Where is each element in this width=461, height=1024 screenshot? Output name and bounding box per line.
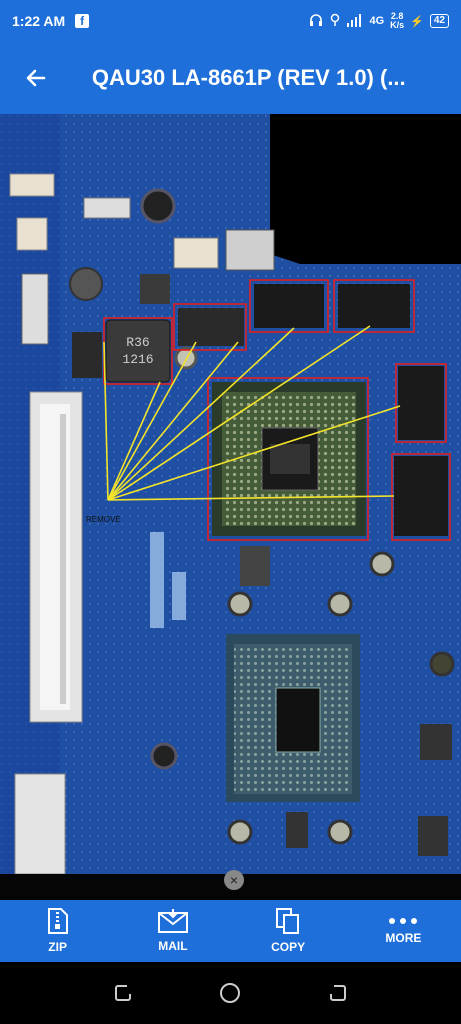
- speed-value: 2.8: [390, 11, 404, 21]
- copy-label: COPY: [271, 940, 306, 954]
- remove-annotation: REMOVE: [86, 515, 121, 524]
- zip-label: ZIP: [48, 940, 67, 954]
- copy-button[interactable]: COPY: [231, 900, 346, 962]
- mail-button[interactable]: MAIL: [115, 900, 230, 962]
- zip-file-icon: [47, 908, 68, 934]
- pointer-lines: [103, 325, 401, 501]
- chip-label-line1: R36: [126, 335, 149, 350]
- status-bar: 1:22 AM f 4G 2.8 K/s ⚡ 42: [0, 0, 461, 42]
- page-title: QAU30 LA-8661P (REV 1.0) (...: [91, 65, 406, 90]
- speed-unit: K/s: [390, 20, 405, 30]
- status-time: 1:22 AM: [12, 13, 66, 29]
- more-label: MORE: [385, 931, 422, 945]
- mail-icon: [157, 909, 188, 933]
- network-speed: 2.8 K/s: [390, 12, 404, 30]
- app-bar: QAU30 LA-8661P (REV 1.0) (...: [0, 42, 461, 114]
- charging-icon: ⚡: [410, 15, 424, 28]
- more-dots-icon: [389, 918, 418, 924]
- network-type: 4G: [369, 15, 385, 27]
- arrow-left-icon: [26, 69, 46, 87]
- facebook-icon: f: [75, 14, 90, 28]
- battery-level: 42: [429, 14, 449, 28]
- headset-icon: [309, 13, 323, 30]
- signal-icon: [347, 13, 363, 30]
- back-button[interactable]: [0, 42, 72, 114]
- zip-button[interactable]: ZIP: [0, 900, 115, 962]
- back-nav-icon[interactable]: [327, 982, 349, 1004]
- close-icon[interactable]: ×: [224, 870, 244, 890]
- copy-icon: [276, 908, 300, 934]
- more-button[interactable]: MORE: [346, 900, 461, 962]
- chip-label-line2: 1216: [122, 352, 153, 367]
- status-icons: 4G 2.8 K/s ⚡ 42: [309, 12, 449, 30]
- motherboard-photo: R36 1216: [0, 114, 461, 900]
- bottom-action-bar: ZIP MAIL COPY MORE: [0, 900, 461, 962]
- home-icon[interactable]: [218, 981, 242, 1005]
- recents-icon[interactable]: [112, 982, 134, 1004]
- location-icon: [329, 13, 341, 30]
- image-viewer[interactable]: R36 1216: [0, 114, 461, 900]
- mail-label: MAIL: [158, 939, 188, 953]
- system-nav-bar: [0, 962, 461, 1024]
